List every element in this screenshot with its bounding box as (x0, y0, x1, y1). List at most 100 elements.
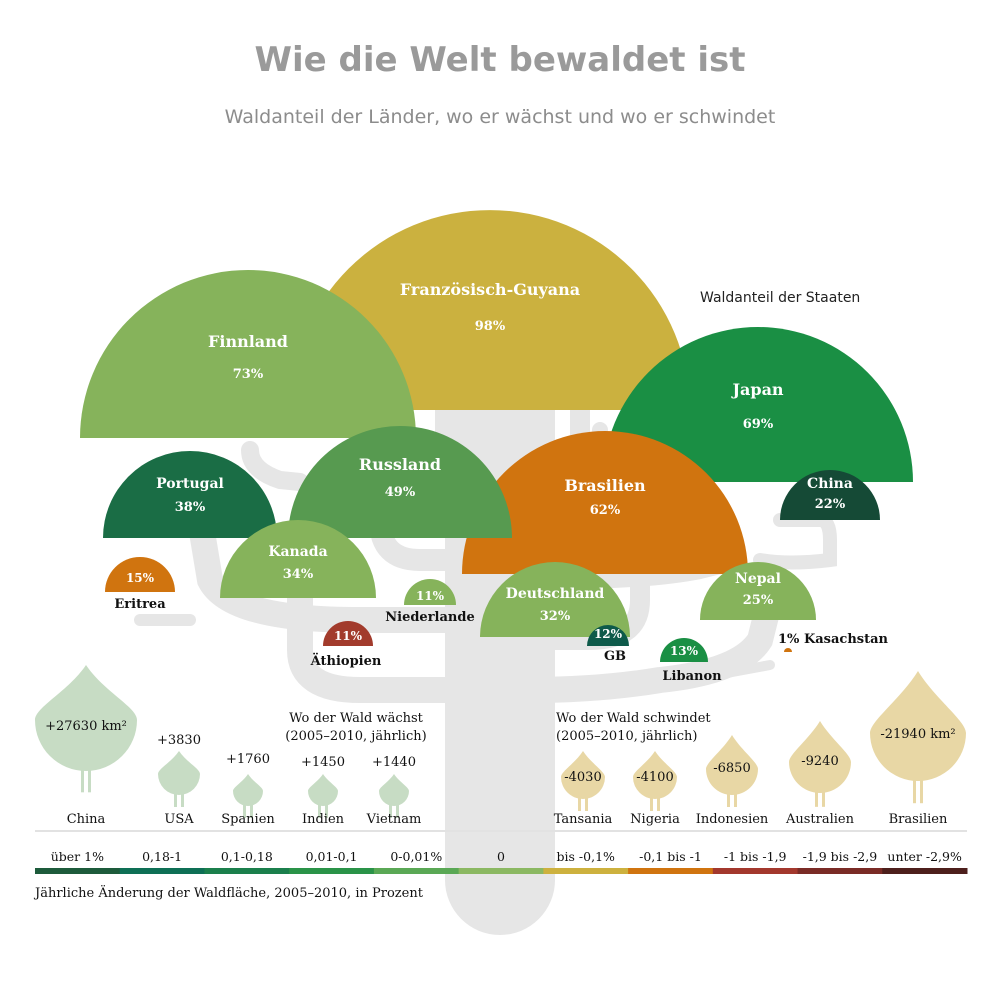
country-name-aethiopien: Äthiopien (310, 653, 382, 669)
country-value-russland: 49% (385, 485, 416, 500)
canopy-portugal: Portugal 38% (103, 451, 277, 538)
legend-swatch-1-9-bis-2-9 (797, 868, 883, 874)
canopy-shape-aethiopien (323, 621, 373, 646)
leaf-stem-china (88, 769, 91, 793)
country-value-deutschland: 32% (540, 609, 571, 624)
leaf-stem-brasilien (920, 779, 923, 804)
legend-swatch-0-01-0-1 (289, 868, 375, 874)
country-value-brasilien: 62% (590, 503, 621, 518)
leaf-shape-indien (308, 774, 338, 806)
leaf-shape-vietnam (379, 774, 409, 806)
country-name-gb: GB (604, 649, 626, 664)
country-value-aethiopien: 11% (334, 629, 363, 643)
leaf-shape-spanien (233, 774, 263, 806)
country-value-portugal: 38% (175, 500, 206, 515)
legend-label-unter-2-9: unter -2,9% (887, 849, 962, 864)
leaf-shape-brasilien (870, 671, 966, 781)
legend-label-bis-0-1: bis -0,1% (557, 849, 615, 864)
growth-name-indien: Indien (302, 812, 345, 827)
growth-heading: Wo der Wald wächst (289, 711, 424, 726)
canopy-label: Waldanteil der Staaten (700, 290, 860, 306)
country-name-portugal: Portugal (156, 476, 224, 492)
canopy-shape-kasachstan (784, 648, 792, 652)
leaf-stem-usa (181, 793, 184, 807)
country-name-kasachstan: Kasachstan (804, 632, 889, 647)
legend-swatch-0-18-1 (119, 868, 205, 874)
legend-swatch-0-0-01 (373, 868, 460, 874)
canopy-shape-japan (603, 327, 913, 482)
canopy-shape-russland (288, 426, 512, 538)
leaf-stem-indonesien (734, 793, 737, 807)
leaf-stem-spanien (250, 804, 253, 818)
country-name-kanada: Kanada (268, 544, 327, 560)
legend-label-0-01-0-1: 0,01-0,1 (306, 849, 358, 864)
chart-subtitle: Waldanteil der Länder, wo er wächst und … (224, 106, 776, 128)
legend-label-0-18-1: 0,18-1 (142, 849, 182, 864)
country-name-niederlande: Niederlande (385, 610, 474, 625)
canopy-shape-gb (587, 625, 629, 646)
legend-swatch-1-bis-1-9 (712, 868, 799, 874)
canopy-libanon: 13%Libanon (660, 638, 722, 684)
country-value-niederlande: 11% (416, 589, 445, 603)
canopy-shape-portugal (103, 451, 277, 538)
legend-swatch-0-1-0-18 (204, 868, 290, 874)
decline-name-australien: Australien (785, 812, 855, 827)
leaf-shape-indonesien (706, 735, 758, 795)
country-name-brasilien: Brasilien (564, 476, 646, 495)
leaf-stem-australien (815, 791, 818, 807)
growth-value-indien: +1450 (301, 755, 345, 770)
growth-value-spanien: +1760 (226, 752, 270, 767)
canopy-shape-niederlande (404, 579, 456, 605)
growth-name-china: China (67, 812, 106, 827)
decline-value-indonesien: -6850 (713, 761, 750, 776)
decline-heading: Wo der Wald schwindet (556, 711, 711, 726)
country-name-franzoesisch-guyana: Französisch-Guyana (400, 280, 580, 299)
growth-name-usa: USA (164, 812, 194, 827)
legend-label-0-0-01: 0-0,01% (390, 849, 442, 864)
decline-name-brasilien: Brasilien (889, 812, 948, 827)
leaf-stem-nigeria (657, 797, 660, 811)
leaf-stem-vietnam (396, 804, 399, 818)
decline-name-indonesien: Indonesien (696, 812, 769, 827)
canopy-shape-china (780, 470, 880, 520)
legend-label-ueber-1: über 1% (51, 849, 104, 864)
decline-value-tansania: -4030 (564, 770, 601, 785)
decline-value-nigeria: -4100 (636, 770, 673, 785)
chart-title: Wie die Welt bewaldet ist (254, 40, 746, 80)
canopy-shape-brasilien (462, 431, 748, 574)
canopy-shape-nepal (700, 562, 816, 620)
country-value-japan: 69% (743, 417, 774, 432)
leaf-shape-china (35, 665, 137, 771)
canopy-kasachstan: 1% Kasachstan (778, 632, 889, 652)
growth-name-spanien: Spanien (221, 812, 275, 827)
growth-value-usa: +3830 (157, 733, 201, 748)
legend-swatch-0 (458, 868, 544, 874)
country-value-eritrea: 15% (126, 571, 155, 585)
leaf-stem-indien (325, 804, 328, 818)
country-value-kanada: 34% (283, 567, 314, 582)
leaf-shape-tansania (561, 751, 605, 799)
canopy-aethiopien: 11% Äthiopien (310, 621, 382, 669)
country-name-eritrea: Eritrea (114, 597, 166, 612)
canopy-brasilien: Brasilien 62% (462, 431, 748, 574)
country-name-china: China (807, 476, 853, 492)
leaf-stem-indonesien (727, 793, 730, 807)
country-value-franzoesisch-guyana: 98% (475, 319, 506, 334)
country-name-japan: Japan (730, 380, 783, 399)
canopy-kanada: Kanada 34% (220, 520, 376, 598)
leaf-stem-australien (822, 791, 825, 807)
leaf-stem-spanien (243, 804, 246, 818)
canopy-japan: Japan 69% (603, 327, 913, 482)
